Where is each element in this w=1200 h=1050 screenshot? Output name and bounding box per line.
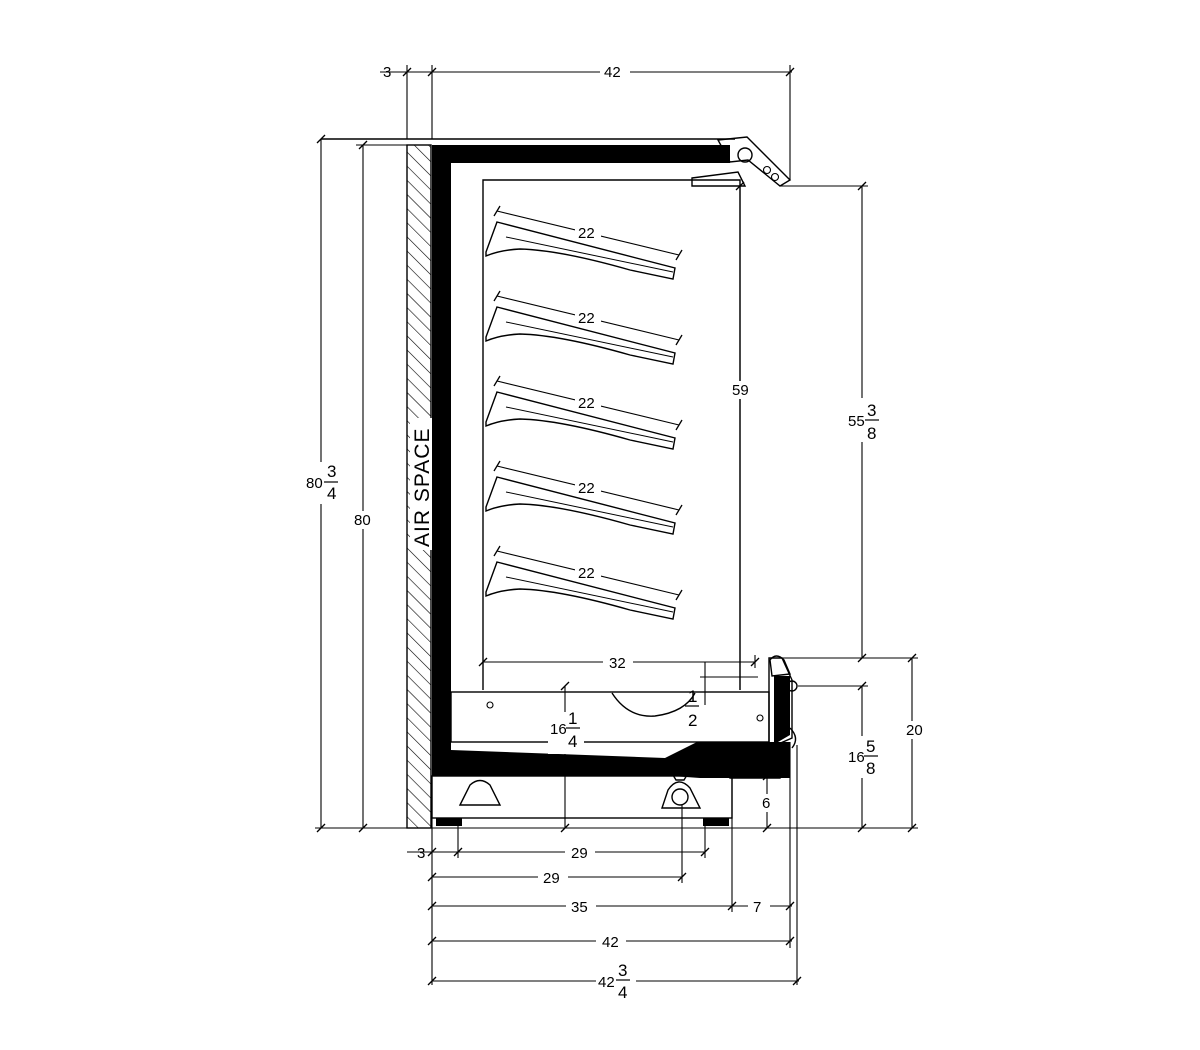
dim-overall-depth-whole: 42 <box>598 974 615 991</box>
dim-front-height-den: 8 <box>866 759 875 778</box>
dim-leg-height: 6 <box>762 795 770 812</box>
dim-shelf-depth: 22 <box>578 395 595 412</box>
dim-deck-height-num: 1 <box>568 709 577 728</box>
dim-interior-height: 59 <box>732 382 749 399</box>
dim-deck-step-num: 1 <box>688 687 697 706</box>
shelf: 22 <box>485 205 683 280</box>
dim-leg-span-29a: 29 <box>571 845 588 862</box>
dimension-lines <box>315 65 918 986</box>
dim-top-overall-depth: 42 <box>604 64 621 81</box>
dim-overall-depth-num: 3 <box>618 961 627 980</box>
dim-bottom-depth-42: 42 <box>602 934 619 951</box>
shelf: 22 <box>485 460 683 535</box>
dim-overall-height-den: 4 <box>327 484 336 503</box>
dim-front-height-20: 20 <box>906 722 923 739</box>
dim-front-height-num: 5 <box>866 737 875 756</box>
dim-shelf-depth: 22 <box>578 225 595 242</box>
dim-leg-span-29b: 29 <box>543 870 560 887</box>
shelf: 22 <box>485 290 683 365</box>
dim-bottom-wall-gap: 3 <box>417 845 425 862</box>
dim-height-80: 80 <box>354 512 371 529</box>
dim-overall-height-whole: 80 <box>306 475 323 492</box>
dim-toe-7: 7 <box>753 899 761 916</box>
dim-base-depth-35: 35 <box>571 899 588 916</box>
dim-opening-height-whole: 55 <box>848 413 865 430</box>
air-space-label: AIR SPACE <box>411 428 434 547</box>
shelves: 22 22 22 22 22 <box>485 205 683 620</box>
dim-deck-height-whole: 16 <box>550 721 567 738</box>
dim-deck-step-den: 2 <box>688 711 697 730</box>
shelf: 22 <box>485 545 683 620</box>
dim-top-wall-gap: 3 <box>383 64 391 81</box>
dim-front-height-whole: 16 <box>848 749 865 766</box>
dim-opening-height-num: 3 <box>867 401 876 420</box>
shelf: 22 <box>485 375 683 450</box>
dim-overall-height-num: 3 <box>327 462 336 481</box>
dimension-labels: 3 42 80 3 4 80 59 55 3 8 20 16 5 8 32 1 … <box>302 63 924 1002</box>
dim-shelf-depth: 22 <box>578 565 595 582</box>
dim-deck-depth: 32 <box>609 655 626 672</box>
dim-shelf-depth: 22 <box>578 480 595 497</box>
dim-overall-depth-den: 4 <box>618 983 627 1002</box>
dim-shelf-depth: 22 <box>578 310 595 327</box>
dim-opening-height-den: 8 <box>867 424 876 443</box>
dim-deck-height-den: 4 <box>568 732 577 751</box>
